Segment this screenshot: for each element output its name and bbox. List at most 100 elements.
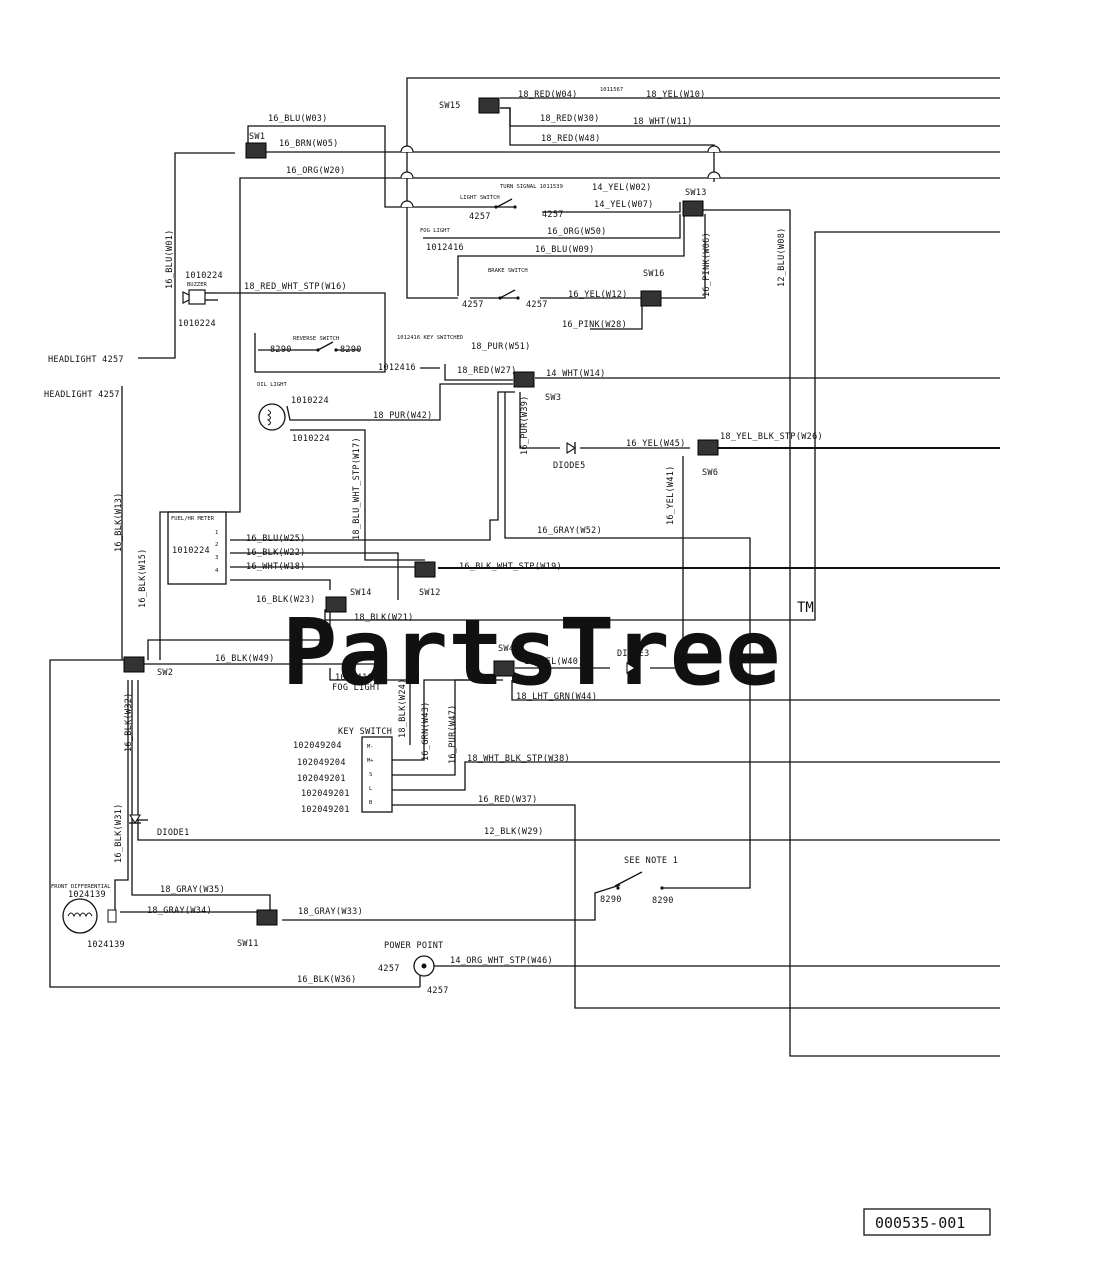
wire-w32: 16_BLK(W32) <box>124 692 134 752</box>
wire-w31: 16_BLK(W31) <box>114 803 124 863</box>
key-part-4: 102049201 <box>301 789 350 799</box>
wire-w37: 16_RED(W37) <box>478 795 538 805</box>
sw2-label: SW2 <box>157 668 173 678</box>
oil-light-part-bottom: 1010224 <box>292 434 330 444</box>
wire-w13: 16_BLK(W13) <box>114 492 124 552</box>
sw15-label: SW15 <box>439 101 461 111</box>
light-switch-name: LIGHT SWITCH <box>460 195 500 201</box>
wire-w36: 16_BLK(W36) <box>297 975 357 985</box>
wire-w23: 16_BLK(W23) <box>256 595 316 605</box>
brake-switch-left: 4257 <box>462 300 484 310</box>
wires <box>49 77 1000 1057</box>
turn-signal: TURN SIGNAL 1011539 <box>500 184 563 190</box>
reverse-switch-part: 1012416 <box>378 363 416 373</box>
reverse-switch-left: 8290 <box>270 345 292 355</box>
wire-w24: 18_BLK(W24) <box>398 678 408 738</box>
wire-w05: 16_BRN(W05) <box>279 139 339 149</box>
power-point-bottom: 4257 <box>427 986 449 996</box>
fog-light-lower-part: 1012416 <box>335 673 373 683</box>
oil-light-part-top: 1010224 <box>291 396 329 406</box>
power-point-left: 4257 <box>378 964 400 974</box>
wire-w48: 18_RED(W48) <box>541 134 601 144</box>
fuel-pin-2: 2 <box>215 542 218 548</box>
fog-light-lower-name: FOG LIGHT <box>332 683 381 693</box>
wire-w10: 18_YEL(W10) <box>646 90 706 100</box>
diode3: DIODE3 <box>617 649 650 674</box>
wire-w14: 14_WHT(W14) <box>546 369 606 379</box>
switch-blocks <box>123 97 719 926</box>
wire-w41: 16_YEL(W41) <box>666 465 676 525</box>
see-note-right: 8290 <box>652 896 674 906</box>
key-part-5: 102049201 <box>301 805 350 815</box>
light-switch: LIGHT SWITCH 4257 4257 <box>460 195 563 222</box>
wire-w16: 18_RED_WHT_STP(W16) <box>244 282 347 292</box>
sw14-label: SW14 <box>350 588 372 598</box>
wire-w50: 16_ORG(W50) <box>547 227 607 237</box>
front-differential: FRONT DIFFERENTIAL 1024139 1024139 <box>51 884 125 950</box>
reverse-switch-name: REVERSE SWITCH <box>293 336 339 342</box>
wire-w34: 18_GRAY(W34) <box>147 906 212 916</box>
wire-w40: 16_YEL(W40) <box>524 657 584 667</box>
wire-w19: 16_BLK_WHT_STP(W19) <box>459 562 562 572</box>
wire-labels-vertical: 16_BLU(W01) 16_PINK(W06) 12_BLU(W08) 16_… <box>114 227 787 863</box>
wire-w18: 16_WHT(W18) <box>246 562 306 572</box>
wire-w02: 14_YEL(W02) <box>592 183 652 193</box>
sw16-label: SW16 <box>643 269 665 279</box>
oil-light: OIL LIGHT 1010224 1010224 <box>257 382 330 444</box>
sw12-block <box>414 561 436 578</box>
see-note-switch: SEE NOTE 1 8290 8290 <box>600 856 678 906</box>
key-terminal-m-minus: M- <box>367 744 374 750</box>
wire-w01: 16_BLU(W01) <box>165 229 175 289</box>
fuel-hr-meter-part: 1010224 <box>172 546 210 556</box>
sw1-block <box>245 142 267 159</box>
wire-w47: 16_PUR(W47) <box>448 704 458 764</box>
power-point-name: POWER POINT <box>384 941 444 951</box>
wire-w25: 16_BLU(W25) <box>246 534 306 544</box>
watermark-tm: TM <box>797 600 814 616</box>
wire-w43: 16_GRN(W43) <box>421 701 431 761</box>
wire-w52: 16_GRAY(W52) <box>537 526 602 536</box>
sw11-block <box>256 909 278 926</box>
headlight-2: HEADLIGHT 4257 <box>44 390 120 400</box>
wire-w33: 18_GRAY(W33) <box>298 907 363 917</box>
wire-w26: 18_YEL_BLK_STP(W26) <box>720 432 823 442</box>
wire-w29: 12_BLK(W29) <box>484 827 544 837</box>
sw2-block <box>123 656 145 673</box>
wire-w28: 16_PINK(W28) <box>562 320 627 330</box>
wire-w27: 18_RED(W27) <box>457 366 517 376</box>
fog-light-upper-name: FOG LIGHT <box>420 228 450 234</box>
sw4-label: SW4 <box>498 644 514 654</box>
diode1: DIODE1 <box>129 814 190 838</box>
wire-w04: 18_RED(W04) <box>518 90 578 100</box>
sw12-label: SW12 <box>419 588 441 598</box>
key-terminal-b: B <box>369 800 373 806</box>
wire-w12: 16_YEL(W12) <box>568 290 628 300</box>
brake-switch-name: BRAKE SWITCH <box>488 268 528 274</box>
sw13-label: SW13 <box>685 188 707 198</box>
key-part-3: 102049201 <box>297 774 346 784</box>
wire-w21: 18_BLK(W21) <box>354 613 414 623</box>
wire-w03: 16_BLU(W03) <box>268 114 328 124</box>
sw3-block <box>513 371 535 388</box>
front-differential-part-top: 1024139 <box>68 890 106 900</box>
wire-w38: 18_WHT_BLK_STP(W38) <box>467 754 570 764</box>
key-part-2: 102049204 <box>297 758 346 768</box>
key-switch: KEY SWITCH M- M+ S L B 102049204 1020492… <box>293 727 393 815</box>
reference-box: 000535-001 <box>863 1208 991 1236</box>
fuel-pin-4: 4 <box>215 568 219 574</box>
brake-switch-right: 4257 <box>526 300 548 310</box>
wire-w45: 16_YEL(W45) <box>626 439 686 449</box>
sw1-label: SW1 <box>249 132 265 142</box>
buzzer-name: BUZZER <box>187 282 208 288</box>
wire-w22: 16_BLK(W22) <box>246 548 306 558</box>
fuel-hr-meter: FUEL/HR METER 1010224 1 2 3 4 <box>167 511 227 585</box>
diode3-label: DIODE3 <box>617 649 650 659</box>
diode1-label: DIODE1 <box>157 828 190 838</box>
oil-light-name: OIL LIGHT <box>257 382 287 388</box>
wire-labels: 18_RED(W04) 18_YEL(W10) 18_RED(W30) 18_W… <box>147 90 823 985</box>
key-terminal-m-plus: M+ <box>367 758 374 764</box>
sw6-label: SW6 <box>702 468 718 478</box>
reverse-switch: REVERSE SWITCH 8290 8290 1012416 <box>270 336 416 373</box>
fuel-pin-3: 3 <box>215 555 218 561</box>
buzzer-part-top: 1010224 <box>185 271 223 281</box>
